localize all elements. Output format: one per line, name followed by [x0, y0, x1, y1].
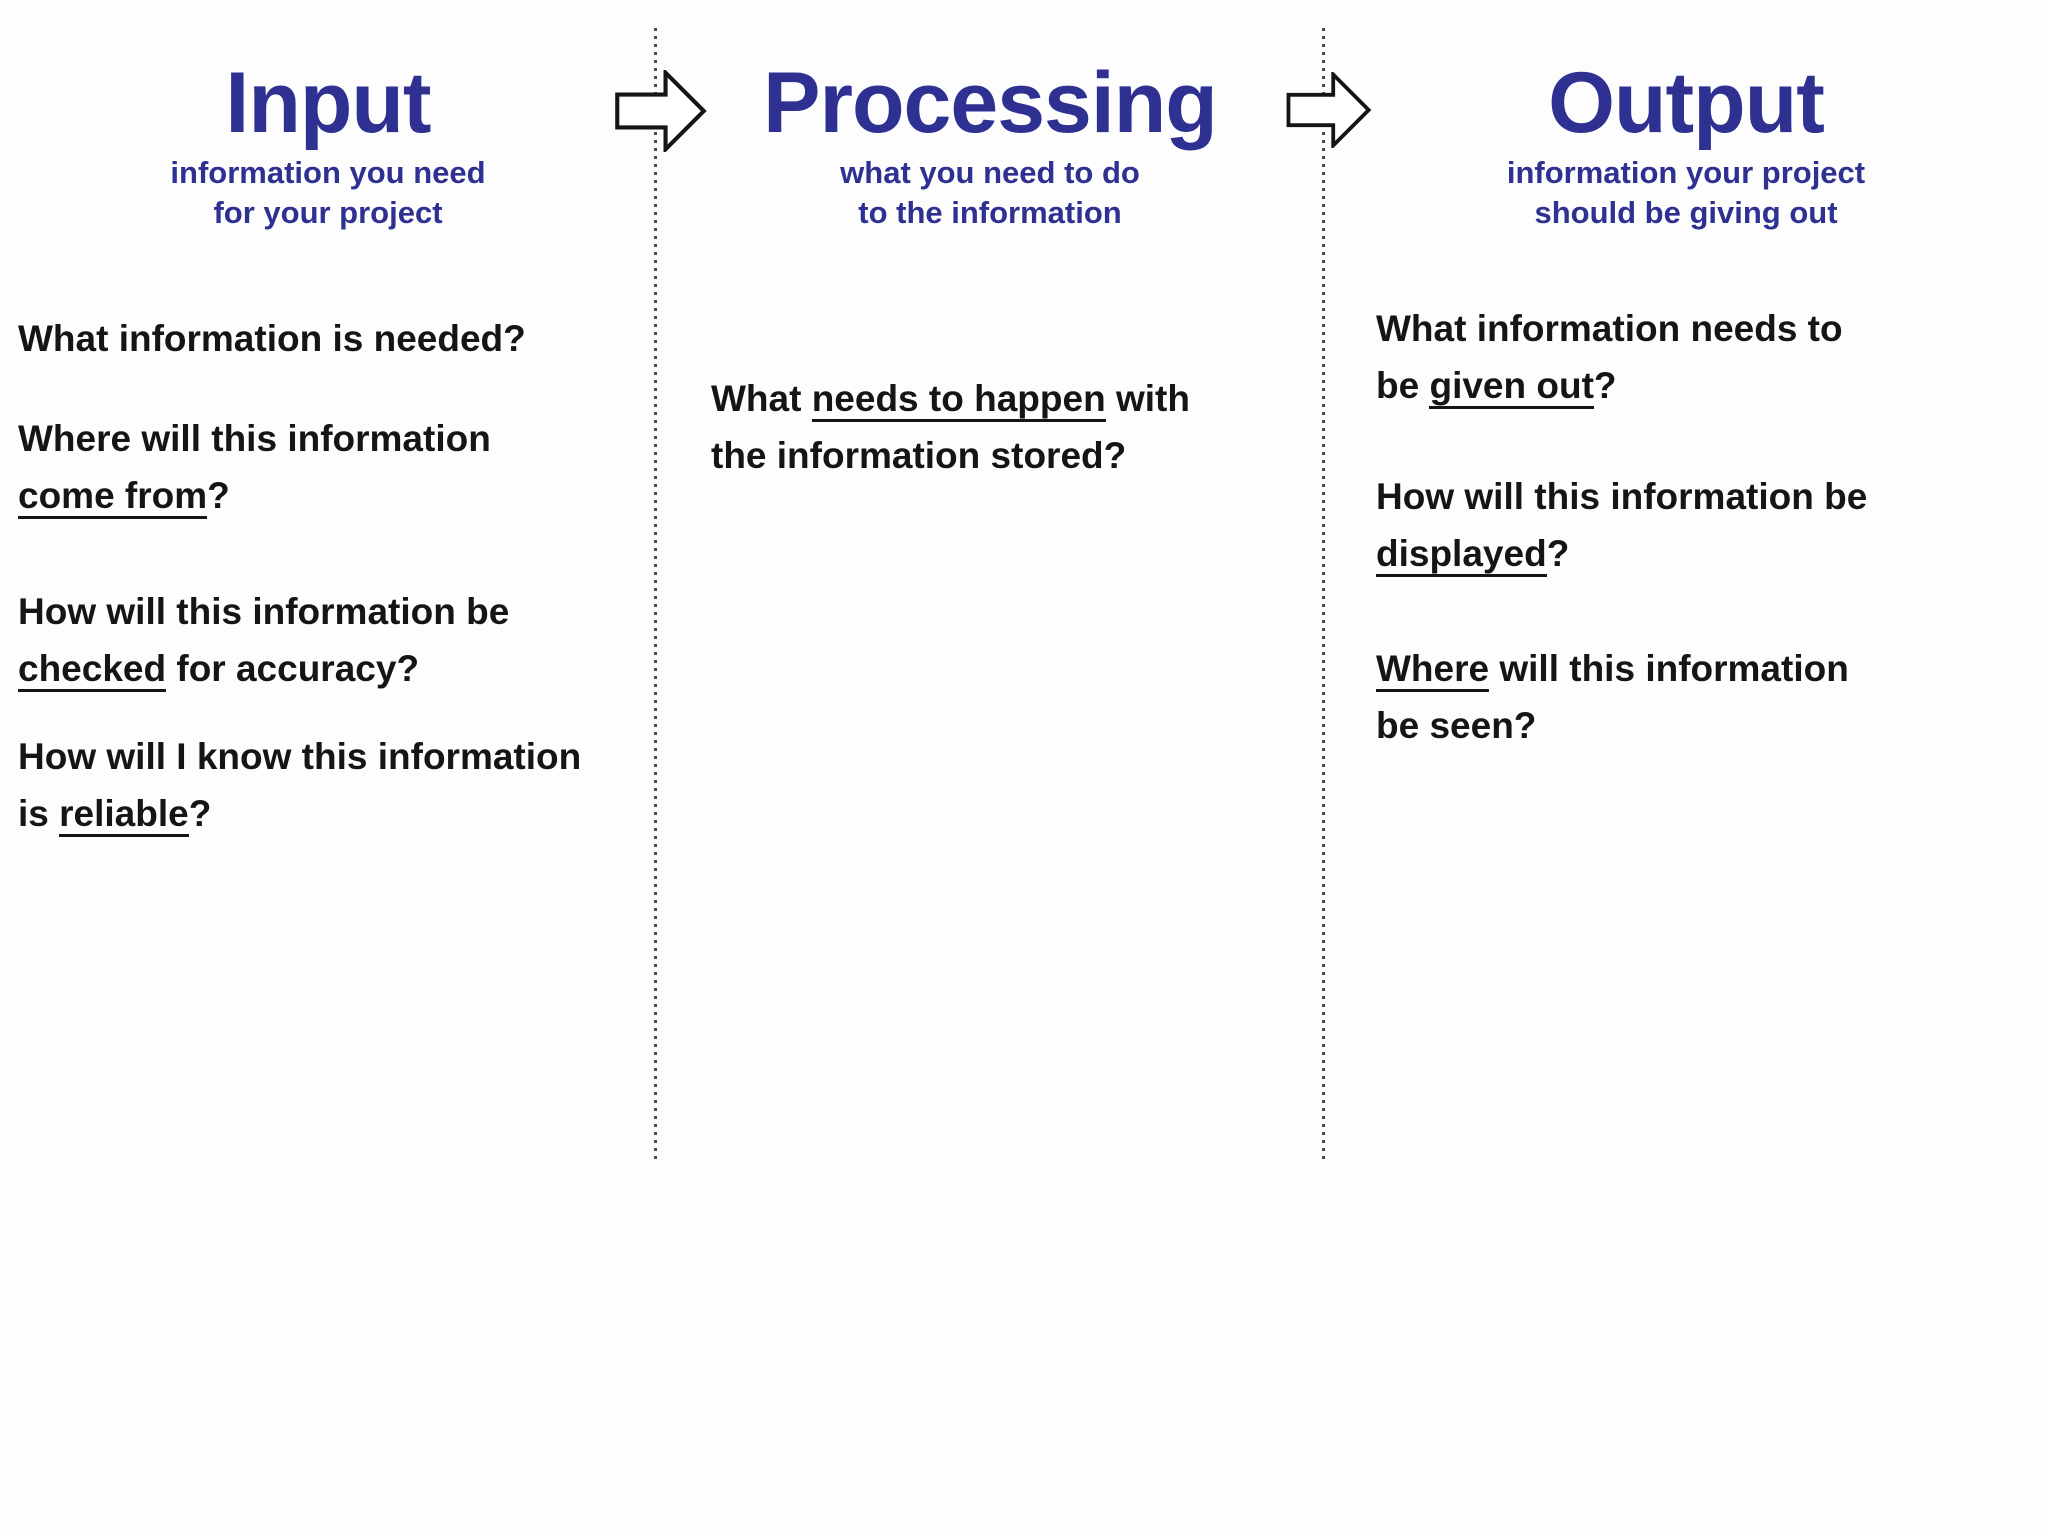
- question-text-segment: ?: [1593, 365, 1617, 406]
- question-line: checked for accuracy?: [18, 640, 509, 697]
- question-line: Where will this information: [1376, 640, 1849, 697]
- question-text-segment: ?: [188, 793, 212, 834]
- block-arrow-right-icon: [615, 70, 707, 152]
- question-text-segment: Where will this information: [18, 418, 491, 459]
- column-divider-dotted: [1322, 28, 1325, 1162]
- column-subtitle-line: what you need to do: [840, 155, 1140, 190]
- question: Where will this information be seen?: [1376, 640, 1849, 754]
- question-line: What information needs to: [1376, 300, 1843, 357]
- question: How will this information be checked for…: [18, 583, 509, 697]
- question-line: the information stored?: [711, 427, 1190, 484]
- column-divider-dotted: [654, 28, 657, 1162]
- question-line: How will this information be: [18, 583, 509, 640]
- column-title: Input: [225, 55, 431, 151]
- column-header-input: Input information you need for your proj…: [0, 53, 656, 233]
- column-subtitle-line: for your project: [213, 195, 443, 230]
- question-text-segment: the information stored?: [711, 435, 1127, 476]
- question: How will this information be displayed?: [1376, 468, 1867, 582]
- question: What information needs to be given out?: [1376, 300, 1843, 414]
- question-line: is reliable?: [18, 785, 581, 842]
- column-subtitle-line: to the information: [858, 195, 1122, 230]
- question-line: be seen?: [1376, 697, 1849, 754]
- question: What needs to happen with the informatio…: [711, 370, 1190, 484]
- block-arrow-right-icon: [1286, 72, 1372, 148]
- question-line: What needs to happen with: [711, 370, 1190, 427]
- underlined-term: Where: [1376, 648, 1490, 692]
- question: How will I know this information is reli…: [18, 728, 581, 842]
- question-text-segment: What information needs to: [1376, 308, 1843, 349]
- question-text-segment: with: [1105, 378, 1190, 419]
- underlined-term: reliable: [59, 793, 189, 837]
- question-line: come from?: [18, 467, 491, 524]
- column-title: Output: [1548, 55, 1825, 151]
- question-text-segment: ?: [207, 475, 230, 516]
- underlined-term: needs to happen: [811, 378, 1106, 422]
- question-text-segment: What information is needed?: [18, 318, 526, 359]
- question: What information is needed?: [18, 310, 526, 367]
- column-header-output: Output information your project should b…: [1324, 53, 2048, 233]
- question-line: Where will this information: [18, 410, 491, 467]
- column-title: Processing: [763, 55, 1218, 151]
- question-line: How will I know this information: [18, 728, 581, 785]
- question-text-segment: for accuracy?: [166, 648, 420, 689]
- column-subtitle-line: information you need: [170, 155, 486, 190]
- question-text-segment: will this information: [1489, 648, 1849, 689]
- column-subtitle-line: information your project: [1506, 155, 1866, 190]
- question-line: be given out?: [1376, 357, 1843, 414]
- question-line: displayed?: [1376, 525, 1867, 582]
- underlined-term: come from: [18, 475, 208, 519]
- question-text-segment: What: [711, 378, 812, 419]
- underlined-term: displayed: [1376, 533, 1547, 577]
- underlined-term: checked: [18, 648, 167, 692]
- question-text-segment: be: [1376, 365, 1430, 406]
- question-text-segment: ?: [1546, 533, 1570, 574]
- column-subtitle-line: should be giving out: [1534, 195, 1838, 230]
- underlined-term: given out: [1429, 365, 1594, 409]
- question-text-segment: How will this information be: [1376, 476, 1868, 517]
- question-text-segment: be seen?: [1376, 705, 1537, 746]
- question-text-segment: How will I know this information: [18, 736, 582, 777]
- question-line: What information is needed?: [18, 310, 526, 367]
- question-text-segment: is: [18, 793, 60, 834]
- question-line: How will this information be: [1376, 468, 1867, 525]
- question-text-segment: How will this information be: [18, 591, 510, 632]
- question: Where will this information come from?: [18, 410, 491, 524]
- column-header-processing: Processing what you need to do to the in…: [656, 53, 1324, 233]
